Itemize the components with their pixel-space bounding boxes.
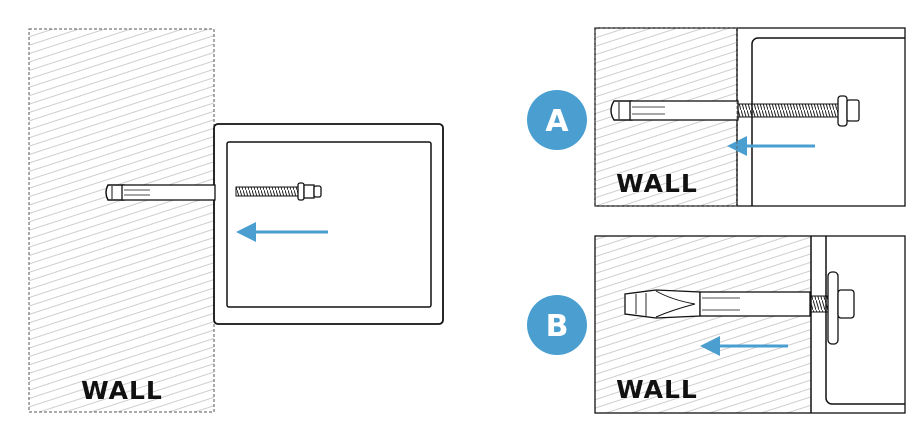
- wall-b-label: WALL: [616, 375, 698, 404]
- anchor-bolt-icon: [105, 182, 322, 201]
- badge-b: B: [527, 295, 587, 355]
- wall-a-label: WALL: [616, 169, 698, 198]
- detail-panel-a: WALL: [594, 27, 906, 207]
- wall-b: [595, 236, 811, 413]
- svg-text:A: A: [545, 104, 569, 139]
- expanded-anchor-icon: [624, 271, 855, 345]
- arrow-left-icon: [236, 222, 328, 242]
- arrow-left-icon: [700, 336, 788, 356]
- wall-main: [28, 28, 215, 413]
- svg-text:B: B: [546, 309, 569, 344]
- cabinet-frame: [213, 123, 444, 325]
- detail-panel-b: WALL: [594, 235, 906, 414]
- badge-a: A: [527, 90, 587, 150]
- anchor-bolt-icon: [610, 95, 860, 127]
- wall-main-label: WALL: [81, 376, 163, 405]
- main-panel: WALL: [28, 28, 444, 413]
